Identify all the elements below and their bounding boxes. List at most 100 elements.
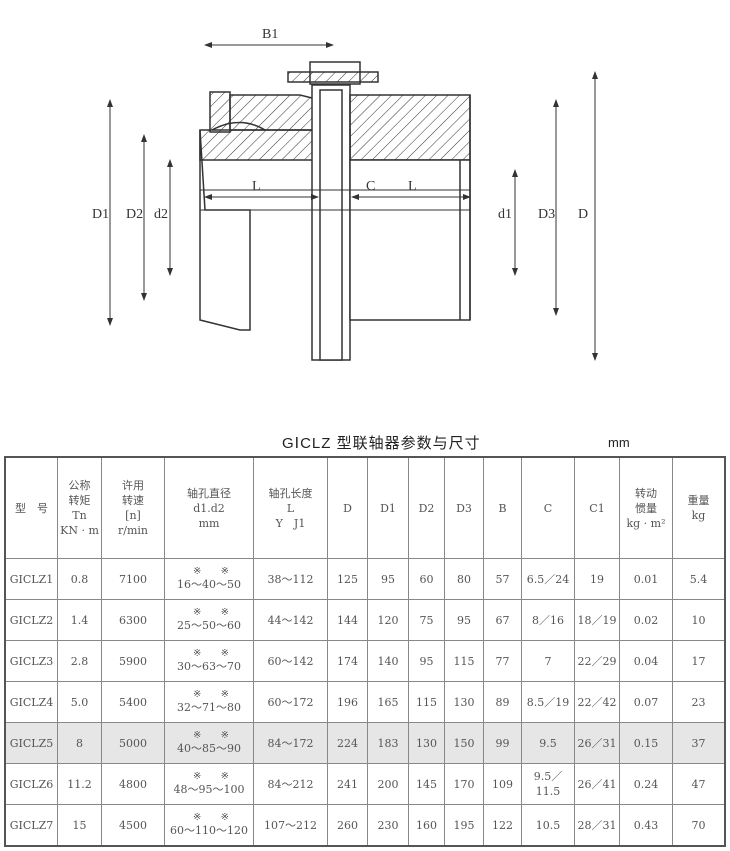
table-cell: ※ ※40～85～90 (164, 722, 254, 764)
table-cell: 1.4 (57, 599, 102, 641)
table-cell: 60 (408, 558, 445, 600)
column-header-line: 型 号 (15, 501, 48, 515)
table-cell: 84～172 (253, 722, 328, 764)
table-cell: 60～142 (253, 640, 328, 682)
table-cell: 10.5 (521, 804, 575, 847)
column-header-line: r/min (118, 524, 148, 537)
table-cell: 22／29 (574, 640, 620, 682)
table-cell: 140 (367, 640, 409, 682)
table-cell: GⅠCLZ3 (4, 640, 58, 682)
table-cell: 10 (672, 599, 726, 641)
table-cell: 0.01 (619, 558, 673, 600)
preferred-mark: ※ ※ (193, 648, 237, 659)
column-header: 型 号 (4, 456, 58, 559)
table-cell: 107～212 (253, 804, 328, 847)
label-D3: D3 (538, 207, 555, 222)
table-cell: 0.07 (619, 681, 673, 723)
table-cell: 200 (367, 763, 409, 805)
column-header: D (327, 456, 368, 559)
column-header-line: 公称 (68, 479, 91, 492)
label-D: D (578, 207, 588, 222)
column-header: 许用转速[n]r/min (101, 456, 165, 559)
bore-range: 32～71～80 (177, 701, 241, 714)
table-cell: 0.02 (619, 599, 673, 641)
table-cell: GⅠCLZ1 (4, 558, 58, 600)
preferred-mark: ※ ※ (193, 771, 237, 782)
table-cell: 6.5／24 (521, 558, 575, 600)
table-cell: 230 (367, 804, 409, 847)
table-cell: ※ ※30～63～70 (164, 640, 254, 682)
column-header-line: KN · m (60, 524, 99, 537)
table-cell: 5400 (101, 681, 165, 723)
table-cell: GⅠCLZ7 (4, 804, 58, 847)
label-d2: d2 (154, 207, 168, 222)
column-header-line: C (543, 501, 553, 515)
column-header-line: 转矩 (68, 494, 91, 507)
table-cell: ※ ※32～71～80 (164, 681, 254, 723)
table-cell: 18／19 (574, 599, 620, 641)
table-cell: 47 (672, 763, 726, 805)
column-header-line: C1 (589, 501, 605, 515)
table-cell: GⅠCLZ5 (4, 722, 58, 764)
table-cell: 174 (327, 640, 368, 682)
table-cell: 80 (444, 558, 484, 600)
table-cell: 99 (483, 722, 522, 764)
table-cell: 0.8 (57, 558, 102, 600)
column-header: 重量 kg (672, 456, 726, 559)
table-cell: ※ ※25～50～60 (164, 599, 254, 641)
column-header-line: Y J1 (275, 516, 306, 530)
table-cell: 5.0 (57, 681, 102, 723)
column-header-line: 重量 (687, 494, 710, 507)
table-cell: 8.5／19 (521, 681, 575, 723)
table-cell: 109 (483, 763, 522, 805)
table-cell: 165 (367, 681, 409, 723)
label-D2: D2 (126, 207, 143, 222)
table-cell: ※ ※48～95～100 (164, 763, 254, 805)
table-cell: 8／16 (521, 599, 575, 641)
table-cell: 241 (327, 763, 368, 805)
column-header-line: 转速 (122, 494, 144, 507)
table-cell: 130 (444, 681, 484, 723)
label-L-right: L (408, 179, 417, 194)
table-cell: 145 (408, 763, 445, 805)
table-cell: 84～212 (253, 763, 328, 805)
bore-range: 48～95～100 (173, 783, 245, 796)
table-cell: GⅠCLZ6 (4, 763, 58, 805)
column-header-line: kg (691, 509, 706, 522)
preferred-mark: ※ ※ (193, 689, 237, 700)
table-cell: 125 (327, 558, 368, 600)
table-cell: 9.5／11.5 (521, 763, 575, 805)
table-cell: 89 (483, 681, 522, 723)
column-header: D1 (367, 456, 409, 559)
table-cell: 196 (327, 681, 368, 723)
table-cell: 4800 (101, 763, 165, 805)
column-header: C1 (574, 456, 620, 559)
column-header-line: [n] (125, 509, 141, 522)
bore-range: 60～110～120 (170, 824, 248, 837)
bore-range: 25～50～60 (177, 619, 241, 632)
table-cell: 75 (408, 599, 445, 641)
preferred-mark: ※ ※ (193, 607, 237, 618)
table-cell: 57 (483, 558, 522, 600)
column-header: D2 (408, 456, 445, 559)
table-cell: 4500 (101, 804, 165, 847)
table-cell: 260 (327, 804, 368, 847)
table-cell: 28／31 (574, 804, 620, 847)
column-header-line: D1 (380, 501, 396, 515)
table-cell: 17 (672, 640, 726, 682)
column-header-line: d1.d2 (193, 501, 225, 515)
table-cell: GⅠCLZ2 (4, 599, 58, 641)
column-header-line: D (343, 501, 352, 515)
column-header: C (521, 456, 575, 559)
bore-range: 30～63～70 (177, 660, 241, 673)
table-cell: 224 (327, 722, 368, 764)
column-header-line: L (286, 501, 295, 515)
column-header-line: Tn (72, 509, 87, 522)
label-d1: d1 (498, 207, 512, 222)
